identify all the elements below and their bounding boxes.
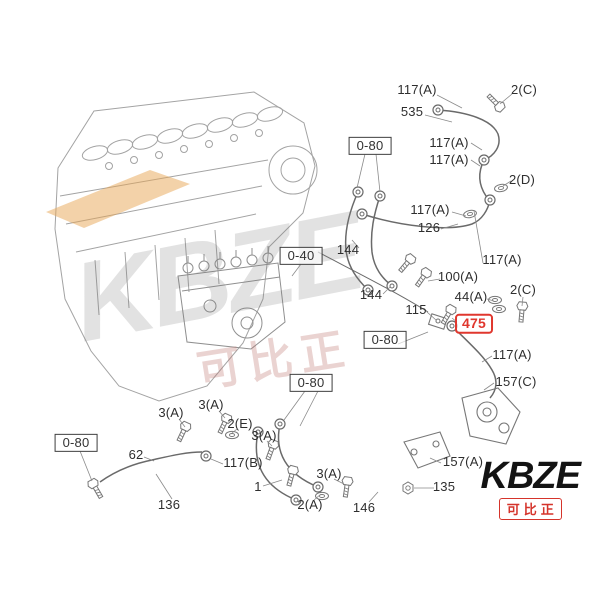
ref-group-label: 0-40 bbox=[279, 246, 323, 266]
part-label: 157(A) bbox=[442, 453, 484, 469]
brand-logo: KBZE 可比正 bbox=[480, 455, 581, 520]
part-label: 146 bbox=[352, 499, 376, 515]
part-label: 3(A) bbox=[316, 465, 342, 481]
brand-logo-text: KBZE bbox=[480, 455, 581, 497]
part-label: 2(E) bbox=[227, 415, 253, 431]
part-label: 3(A) bbox=[198, 396, 224, 412]
part-label: 2(D) bbox=[508, 171, 536, 187]
part-label: 135 bbox=[432, 478, 456, 494]
part-label: 136 bbox=[157, 496, 181, 512]
highlighted-part-label: 475 bbox=[455, 313, 493, 335]
part-label: 2(C) bbox=[510, 81, 538, 97]
brand-logo-stamp: 可比正 bbox=[498, 498, 562, 520]
part-label: 3(A) bbox=[158, 404, 184, 420]
orange-highlight-band bbox=[46, 170, 190, 228]
injection-pump-art bbox=[177, 246, 286, 350]
part-label: 44(A) bbox=[454, 288, 488, 304]
part-label: 157(C) bbox=[495, 373, 537, 389]
part-label: 100(A) bbox=[437, 268, 479, 284]
part-label: 62 bbox=[128, 446, 144, 462]
part-label: 115 bbox=[405, 301, 427, 317]
part-label: 117(A) bbox=[482, 251, 522, 267]
part-label: 117(A) bbox=[410, 201, 450, 217]
part-label: 2(C) bbox=[509, 281, 537, 297]
part-label: 117(A) bbox=[397, 81, 437, 97]
leader-lines bbox=[79, 93, 524, 503]
part-label: 2(A) bbox=[297, 496, 323, 512]
ref-group-label: 0-80 bbox=[54, 433, 98, 453]
part-label: 535 bbox=[400, 103, 424, 119]
part-label: 144 bbox=[336, 241, 360, 257]
part-label: 126 bbox=[417, 219, 441, 235]
part-label: 117(A) bbox=[429, 134, 469, 150]
part-label: 1 bbox=[254, 478, 262, 494]
ref-group-label: 0-80 bbox=[363, 330, 407, 350]
ref-group-label: 0-80 bbox=[289, 373, 333, 393]
part-label: 117(A) bbox=[429, 151, 469, 167]
part-label: 117(B) bbox=[223, 454, 263, 470]
part-label: 3(A) bbox=[251, 427, 277, 443]
feed-pump-art bbox=[403, 313, 521, 469]
part-label: 117(A) bbox=[492, 346, 532, 362]
part-label: 144 bbox=[359, 286, 383, 302]
ref-group-label: 0-80 bbox=[348, 136, 392, 156]
